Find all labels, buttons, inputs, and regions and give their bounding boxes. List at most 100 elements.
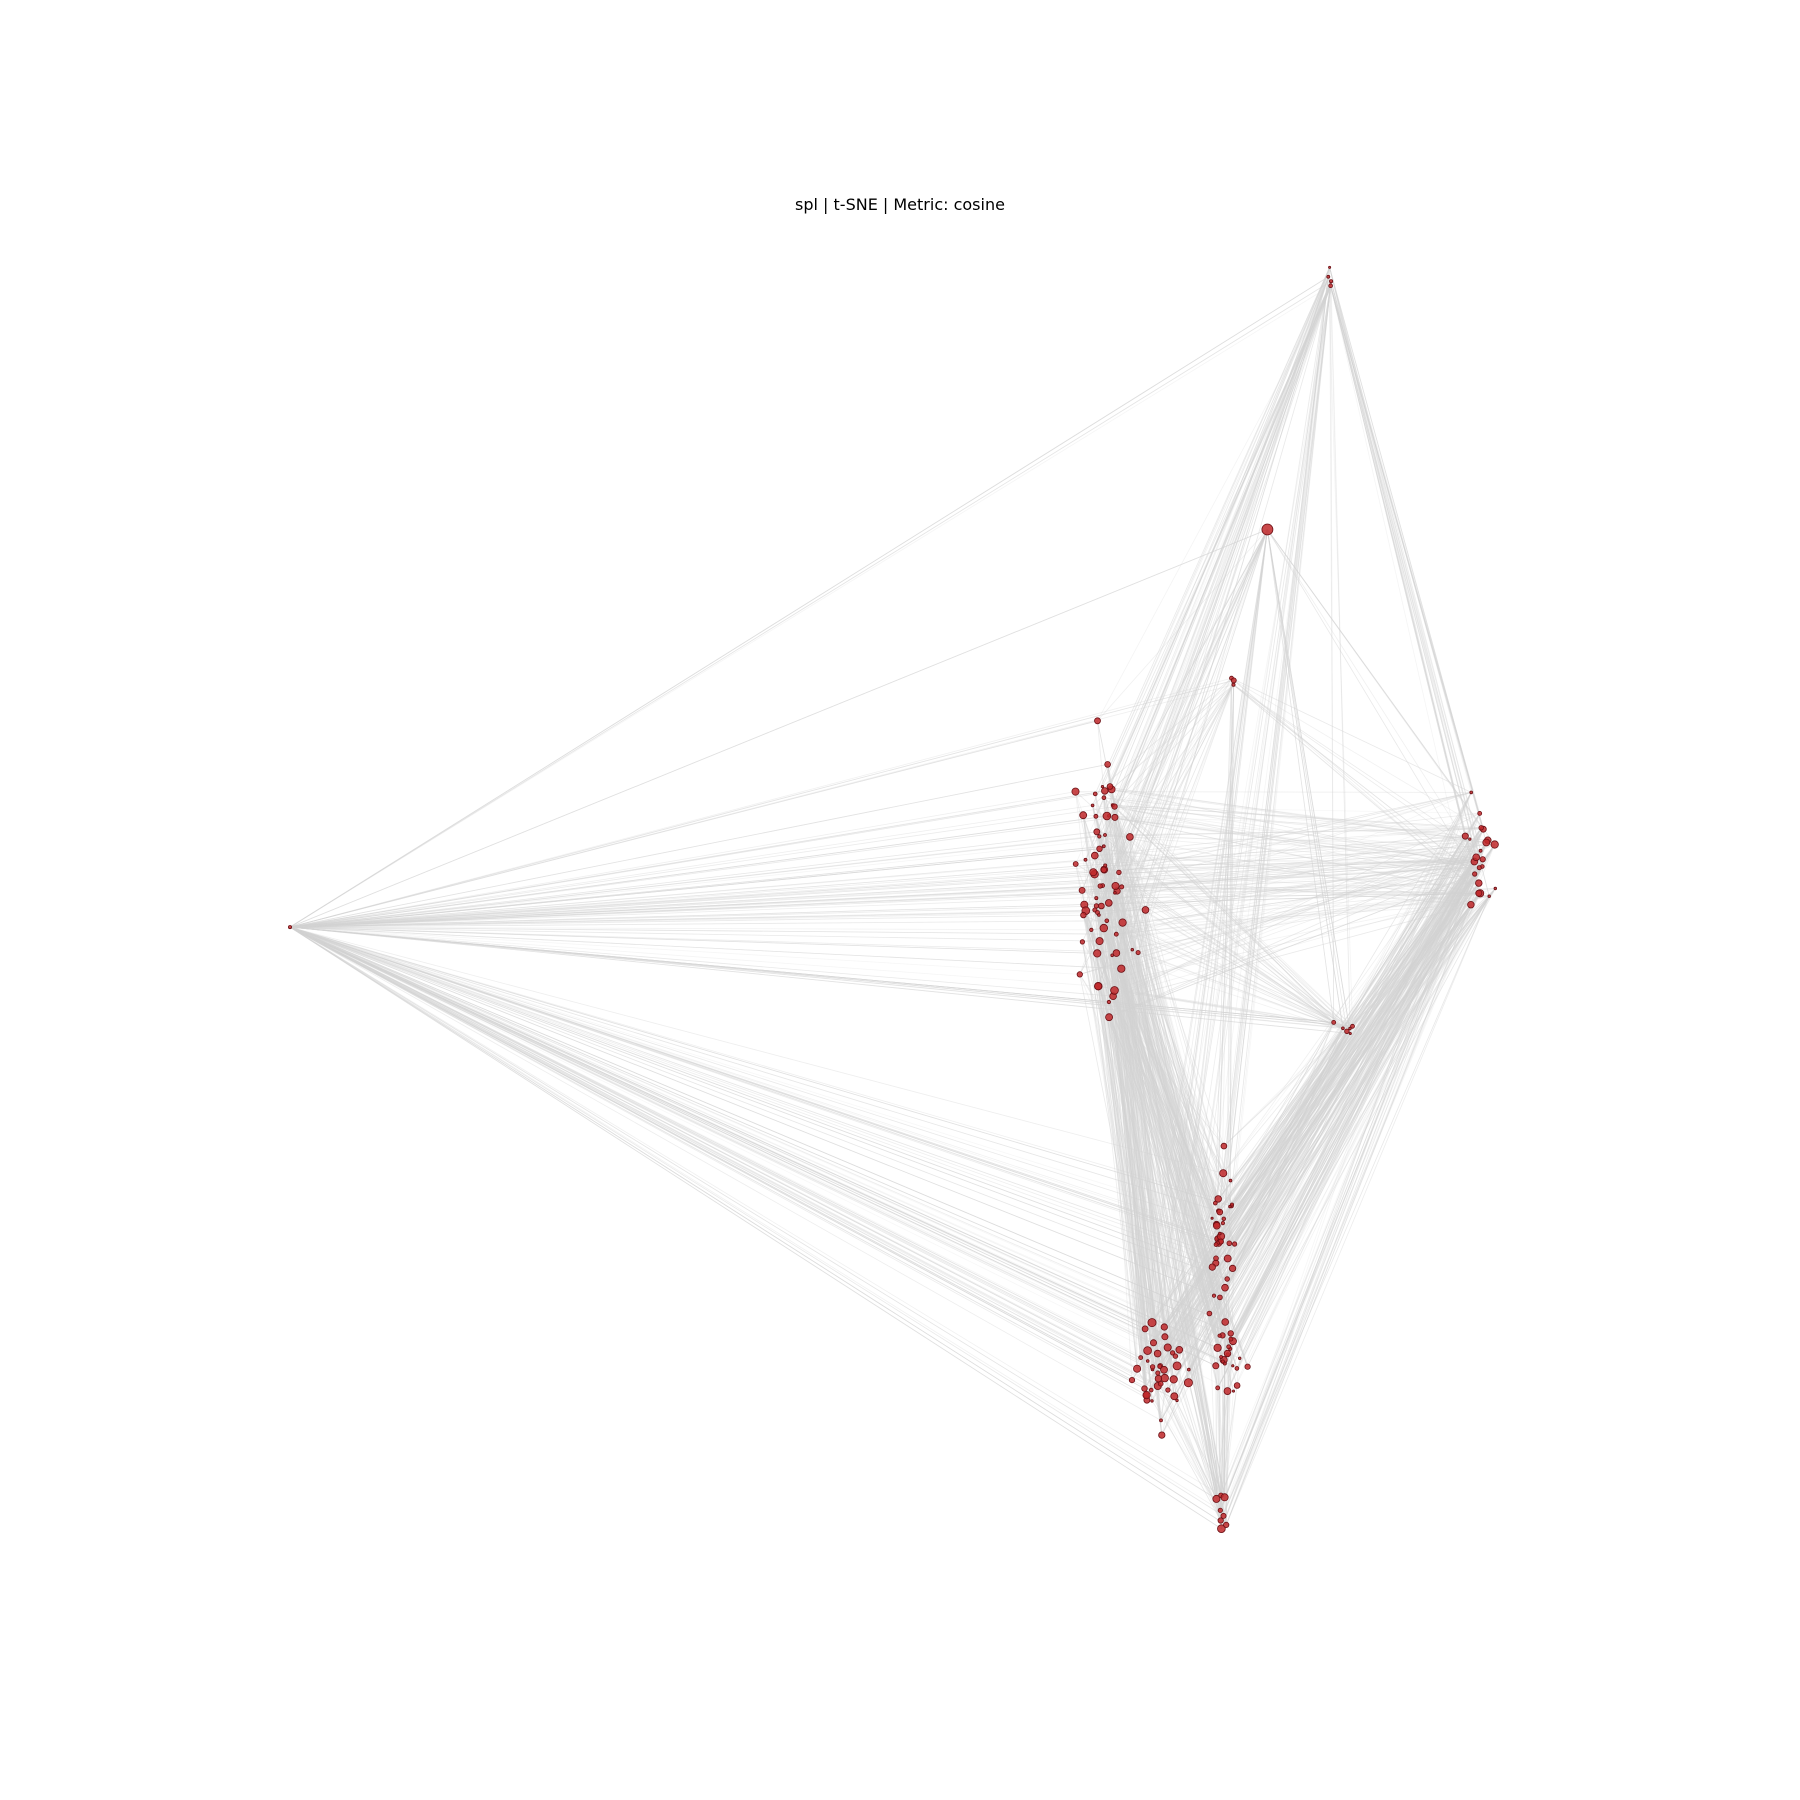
edge-line <box>289 926 1169 1391</box>
edge-line <box>1101 905 1219 1239</box>
edge-line <box>289 926 1100 942</box>
edge-line <box>1082 815 1228 1280</box>
edge-line <box>1104 285 1331 792</box>
edge-line <box>1107 764 1224 1516</box>
node-point <box>1487 894 1491 898</box>
edge-line <box>1103 276 1329 870</box>
edge-line <box>289 838 1470 928</box>
edge-line <box>1082 941 1232 1207</box>
node-point <box>1217 1517 1224 1524</box>
edge-line <box>1092 684 1234 806</box>
edge-line <box>1114 529 1268 807</box>
edge-line <box>1164 839 1489 1379</box>
edge-line <box>289 926 1334 1023</box>
edge-line <box>1188 1382 1224 1517</box>
edge-line <box>1116 866 1483 935</box>
edge-line <box>289 529 1268 928</box>
cluster-top <box>1326 265 1334 289</box>
edge-line <box>1104 834 1153 1367</box>
edge-line <box>289 926 1216 1264</box>
node-point <box>1133 1364 1142 1373</box>
edge-line <box>1159 888 1496 1367</box>
edge-line <box>1096 953 1222 1496</box>
edge-line <box>1150 529 1268 1391</box>
edge-line <box>1216 1028 1344 1225</box>
edge-line <box>1098 985 1353 1027</box>
edge-line <box>1267 529 1351 1034</box>
edge-line <box>1220 827 1482 1237</box>
edge-line <box>1164 529 1268 1379</box>
edge-line <box>1227 792 1472 1392</box>
node-point <box>1154 1374 1163 1383</box>
edge-line <box>1219 1278 1228 1511</box>
node-point <box>1215 1385 1221 1391</box>
edge-line <box>1152 529 1268 1370</box>
edge-line <box>1103 904 1471 929</box>
node-point <box>1230 1202 1235 1207</box>
edge-line <box>1232 1033 1351 1269</box>
edge-line <box>1225 867 1480 1526</box>
node-point <box>1100 784 1105 789</box>
node-point <box>1472 853 1480 862</box>
node-point <box>1149 1364 1156 1370</box>
edge-line <box>289 926 1232 1207</box>
edge-line <box>1327 276 1484 830</box>
edge-line <box>1147 1278 1228 1351</box>
edge-line <box>1114 867 1480 894</box>
edge-line <box>1085 850 1481 861</box>
edge-line <box>289 926 1221 1242</box>
edge-line <box>1107 764 1153 1323</box>
node-point <box>1145 1359 1150 1363</box>
edge-line <box>289 817 1115 928</box>
edge-line <box>1082 941 1149 1362</box>
edge-line <box>1152 529 1268 1370</box>
node-point <box>1476 865 1482 871</box>
edge-line <box>1108 1001 1226 1288</box>
edge-line <box>1102 786 1224 1224</box>
edge-line <box>1079 974 1231 1207</box>
edge-line <box>289 926 1154 1344</box>
edge-line <box>1102 285 1331 787</box>
edge-line <box>1098 914 1248 1367</box>
edge-line <box>1209 1313 1217 1499</box>
edge-line <box>1327 276 1483 867</box>
edge-line <box>1226 1026 1353 1280</box>
edge-line <box>1342 813 1481 1029</box>
edge-line <box>1217 850 1481 1240</box>
edge-line <box>1102 677 1232 787</box>
edge-line <box>289 866 1483 928</box>
node-point <box>1232 1389 1236 1393</box>
edge-line <box>1224 882 1480 1323</box>
edge-line <box>1097 267 1330 913</box>
edge-line <box>1094 267 1330 795</box>
edge-line <box>1188 1031 1348 1370</box>
edge-line <box>1118 285 1331 873</box>
edge-line <box>1229 281 1332 1207</box>
node-point <box>1113 931 1119 937</box>
edge-line <box>1221 873 1476 1529</box>
edge-line <box>1215 895 1490 1367</box>
edge-line <box>1095 815 1475 862</box>
edge-line <box>1215 850 1481 1245</box>
edge-line <box>289 926 1138 1370</box>
edge-line <box>1097 281 1332 913</box>
edge-line <box>1222 859 1484 1174</box>
node-point <box>1079 811 1088 820</box>
edge-line <box>1267 529 1351 1034</box>
edge-line <box>1131 949 1229 1355</box>
edge-line <box>1097 529 1268 722</box>
edge-line <box>1092 267 1330 806</box>
edge-line <box>289 831 1097 928</box>
edge-line <box>1153 1202 1216 1343</box>
edge-line <box>1219 861 1475 1298</box>
edge-line <box>1095 898 1175 1380</box>
edge-line <box>1092 805 1221 1213</box>
edge-line <box>1090 929 1248 1367</box>
edge-line <box>1114 844 1495 991</box>
edge-line <box>1108 267 1330 816</box>
edge-line <box>1111 789 1466 837</box>
edge-line <box>1160 850 1481 1421</box>
edge-line <box>289 926 1133 1381</box>
node-point <box>1172 1353 1179 1359</box>
node-point <box>1155 1370 1161 1376</box>
